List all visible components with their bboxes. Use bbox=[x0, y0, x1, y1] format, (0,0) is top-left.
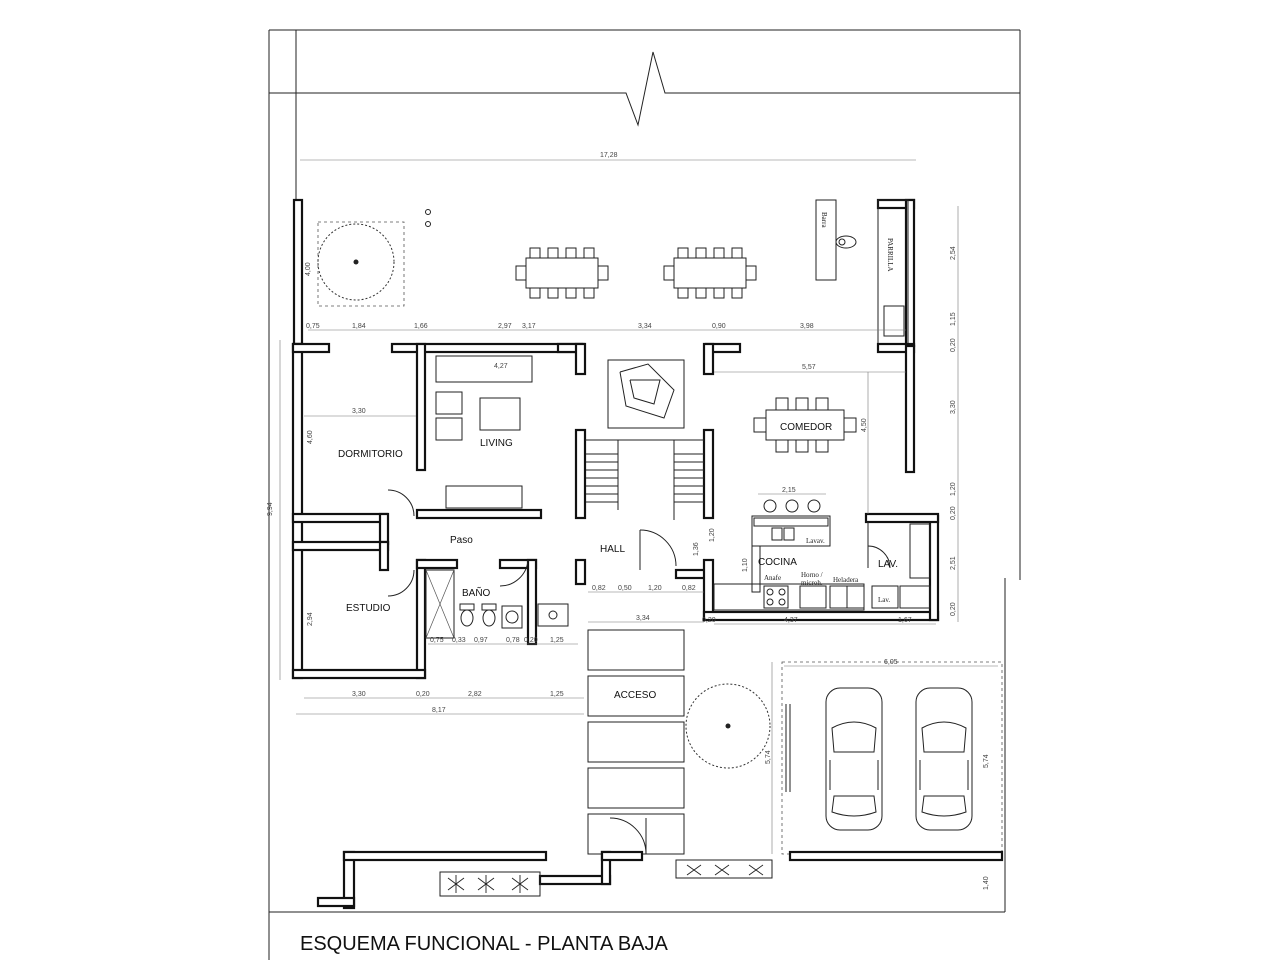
lav-small-label: Lav. bbox=[878, 596, 890, 604]
dim-right-7: 0,20 bbox=[950, 602, 957, 616]
dim-bottom-3: 1,25 bbox=[550, 691, 564, 698]
dim-patio-3: 2,97 bbox=[498, 323, 512, 330]
room-comedor: COMEDOR bbox=[780, 422, 832, 433]
dim-hall-b: 1,20 bbox=[709, 528, 716, 542]
sink-icon bbox=[501, 605, 523, 629]
room-lav: LAV. bbox=[878, 559, 898, 570]
anafe-label: Anafe bbox=[764, 574, 781, 582]
acceso-path: ACCESO 5,74 bbox=[587, 629, 773, 855]
grill-icon bbox=[835, 235, 857, 249]
dim-wall-020: 0,20 bbox=[702, 617, 716, 624]
patio: Barra PARRILLA 0,75 1,84 1,66 2,97 3,17 … bbox=[292, 198, 916, 348]
dim-hall-1: 0,50 bbox=[618, 585, 632, 592]
parrilla-label: PARRILLA bbox=[886, 238, 894, 272]
room-cocina: COCINA bbox=[758, 557, 797, 568]
front-walls: 1,40 bbox=[316, 817, 1004, 910]
bidet-icon bbox=[481, 603, 497, 627]
dim-dorm-h: 4,60 bbox=[307, 430, 314, 444]
lavav-label: Lavav. bbox=[806, 537, 825, 545]
dim-bottom-2: 2,82 bbox=[468, 691, 482, 698]
lot-outline bbox=[268, 29, 1021, 960]
room-estudio: ESTUDIO bbox=[346, 603, 391, 614]
dim-bottom-total: 8,17 bbox=[432, 707, 446, 714]
dim-patio-5: 3,34 bbox=[638, 323, 652, 330]
dim-hall-0: 0,82 bbox=[592, 585, 606, 592]
house-walls bbox=[291, 342, 940, 680]
dining-table-icon bbox=[753, 397, 857, 453]
dim-right-0: 2,54 bbox=[950, 246, 957, 260]
dim-total-width: 17,28 bbox=[600, 152, 618, 159]
dim-patio-0: 0,75 bbox=[306, 323, 320, 330]
dim-bottom-1: 0,20 bbox=[416, 691, 430, 698]
dim-cocina-bar: 2,15 bbox=[782, 487, 796, 494]
dim-acceso-h: 5,74 bbox=[765, 750, 772, 764]
dim-patio-7: 3,98 bbox=[800, 323, 814, 330]
dim-bano-5: 1,25 bbox=[550, 637, 564, 644]
barra-label: Barra bbox=[820, 212, 828, 228]
shrub-icons bbox=[447, 864, 764, 893]
laundry-fixtures: Lav. bbox=[871, 523, 931, 609]
right-dimensions: 2,54 1,15 0,20 3,30 1,20 0,20 2,51 0,20 bbox=[950, 206, 959, 622]
car-left-icon bbox=[825, 687, 883, 831]
horno-label-1: Horno / bbox=[801, 571, 823, 579]
front-tree-icon bbox=[685, 683, 771, 769]
dim-right-3: 3,30 bbox=[950, 400, 957, 414]
dim-right-1: 1,15 bbox=[950, 312, 957, 326]
dim-patio-6: 0,90 bbox=[712, 323, 726, 330]
dim-dorm-w: 3,30 bbox=[352, 408, 366, 415]
dim-bano-0: 0,75 bbox=[430, 637, 444, 644]
dim-cocina-h: 1,10 bbox=[742, 558, 749, 572]
top-dimension: 17,28 bbox=[300, 152, 916, 161]
dim-front-h: 1,40 bbox=[983, 876, 990, 890]
horno-label-2: microh. bbox=[801, 579, 823, 587]
heladera-label: Heladera bbox=[833, 576, 859, 584]
dim-left-total: 9,94 bbox=[267, 502, 274, 516]
bathroom-fixtures bbox=[425, 569, 569, 639]
room-acceso: ACCESO bbox=[614, 690, 656, 701]
left-dimension: 9,94 bbox=[267, 340, 281, 680]
dim-right-2: 0,20 bbox=[950, 338, 957, 352]
dim-patio-4: 3,17 bbox=[522, 323, 536, 330]
dim-bano-1: 0,33 bbox=[452, 637, 466, 644]
room-paso: Paso bbox=[450, 535, 473, 546]
garage: 6,05 5,74 bbox=[781, 659, 1003, 855]
dim-bano-2: 0,97 bbox=[474, 637, 488, 644]
dim-acceso-w: 3,34 bbox=[636, 615, 650, 622]
dim-hall-3: 0,82 bbox=[682, 585, 696, 592]
dim-comedor-h: 4,50 bbox=[861, 418, 868, 432]
room-bano: BAÑO bbox=[462, 586, 491, 599]
room-dormitorio: DORMITORIO bbox=[338, 449, 403, 460]
patio-table-left-icon bbox=[515, 247, 609, 299]
dim-patio-2: 1,66 bbox=[414, 323, 428, 330]
room-living: LIVING bbox=[480, 438, 513, 449]
dim-right-5: 0,20 bbox=[950, 506, 957, 520]
dim-comedor-w: 5,57 bbox=[802, 364, 816, 371]
dim-patio-depth: 4,00 bbox=[305, 262, 312, 276]
dim-estudio-h: 2,94 bbox=[307, 612, 314, 626]
car-right-icon bbox=[915, 687, 973, 831]
dim-bano-4: 0,20 bbox=[524, 637, 538, 644]
dim-patio-1: 1,84 bbox=[352, 323, 366, 330]
dim-hall-2: 1,20 bbox=[648, 585, 662, 592]
stair-void bbox=[585, 359, 704, 441]
dim-garage-w: 6,05 bbox=[884, 659, 898, 666]
dim-living-w: 4,27 bbox=[494, 363, 508, 370]
kitchen-fixtures: 2,15 Lavav. Anafe Horno / microh. Helade… bbox=[713, 487, 865, 611]
tree-icon bbox=[317, 223, 395, 301]
dim-garage-h: 5,74 bbox=[983, 754, 990, 768]
dim-right-4: 1,20 bbox=[950, 482, 957, 496]
dim-lav-w: 1,67 bbox=[898, 617, 912, 624]
toilet-icon bbox=[459, 603, 475, 627]
plan-title: ESQUEMA FUNCIONAL - PLANTA BAJA bbox=[300, 933, 669, 955]
patio-table-right-icon bbox=[663, 247, 757, 299]
dim-hall-a: 1,36 bbox=[693, 542, 700, 556]
staircase bbox=[586, 440, 704, 520]
dim-bano-3: 0,78 bbox=[506, 637, 520, 644]
dim-bottom-0: 3,30 bbox=[352, 691, 366, 698]
room-hall: HALL bbox=[600, 544, 625, 555]
living-furniture: 4,27 bbox=[435, 355, 533, 509]
dim-kitchen-w: 4,37 bbox=[784, 617, 798, 624]
dim-right-6: 2,51 bbox=[950, 556, 957, 570]
